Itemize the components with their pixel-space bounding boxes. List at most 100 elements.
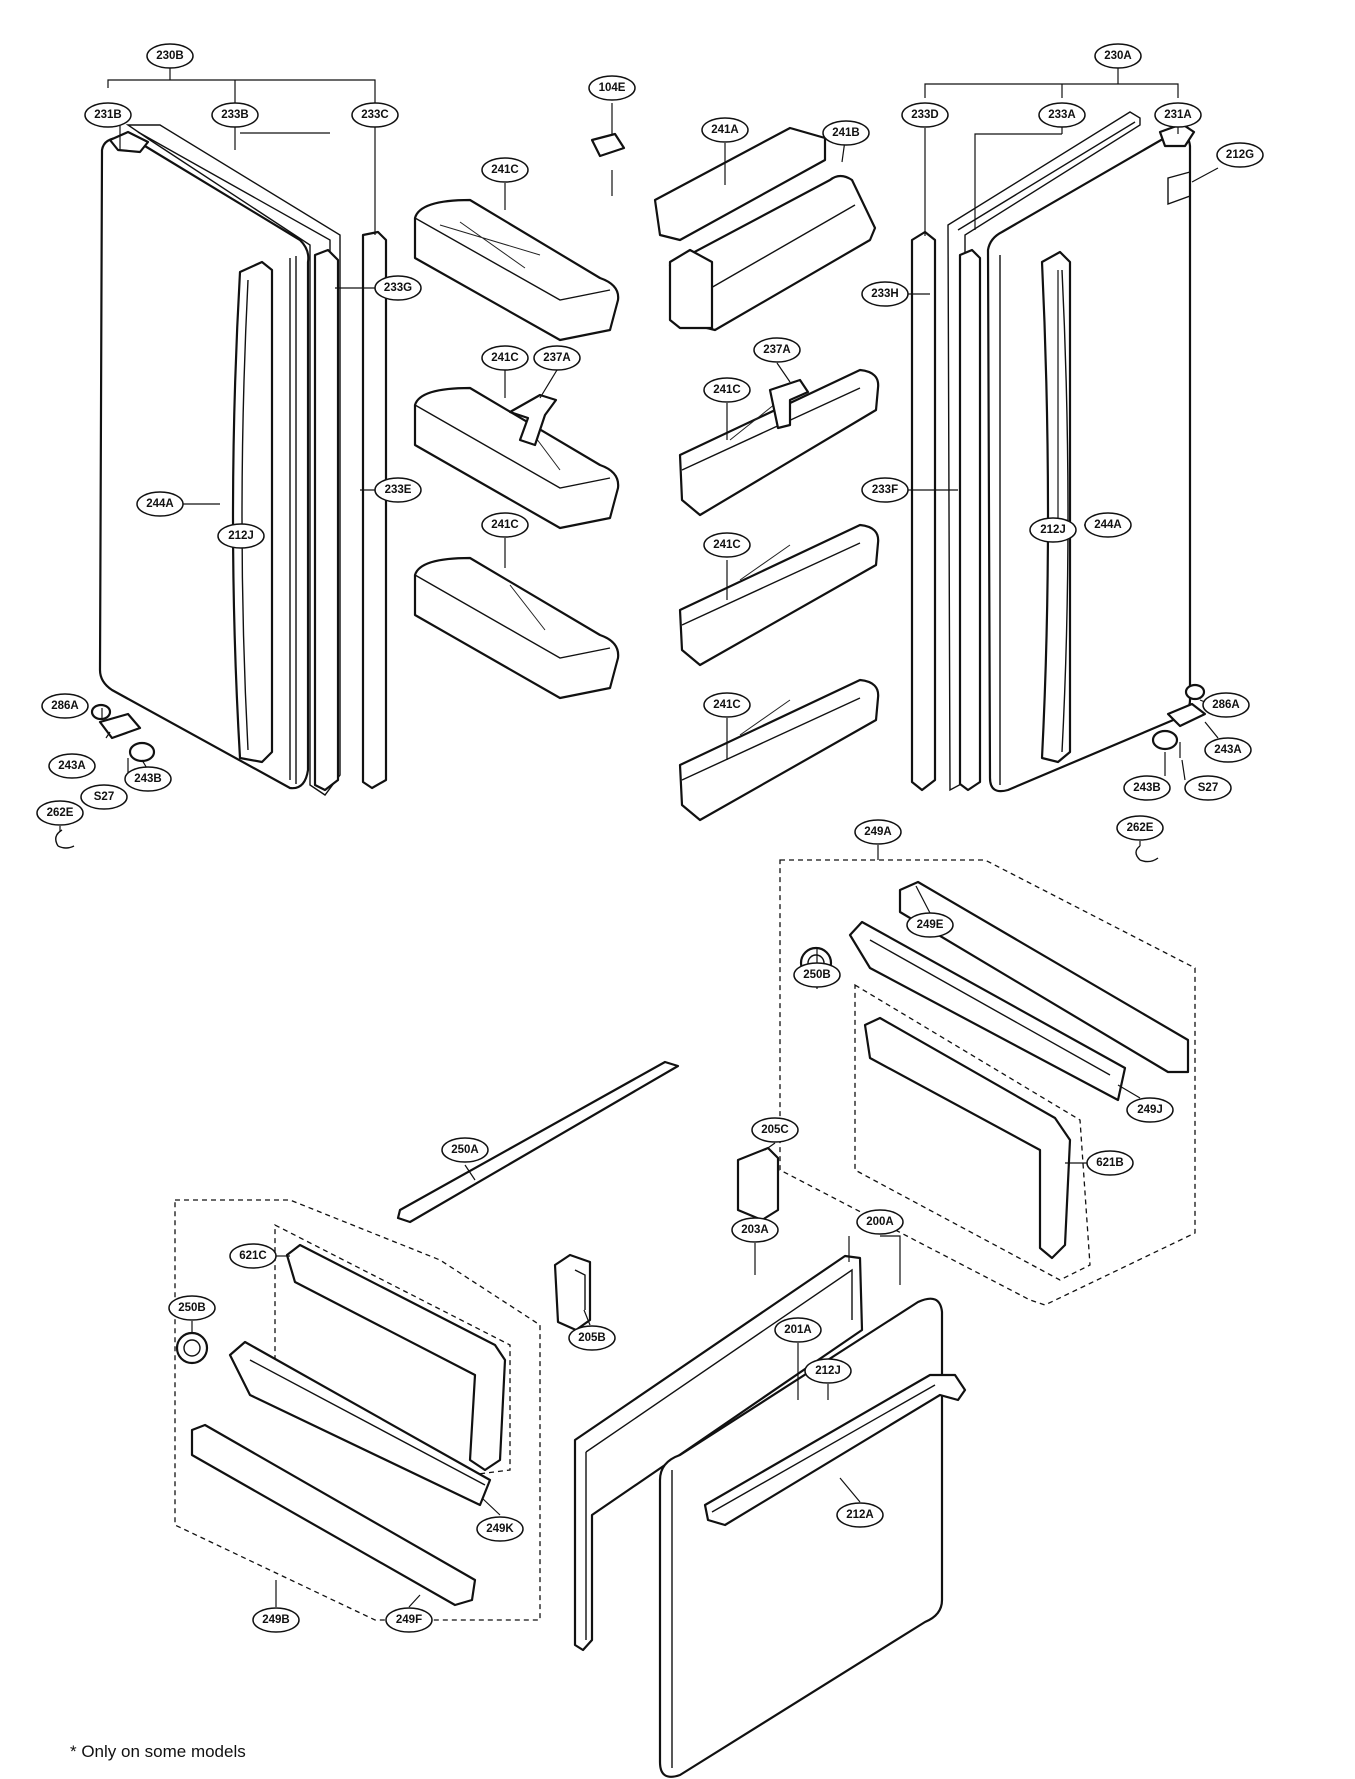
- callout-230b: 230B: [146, 43, 194, 69]
- callout-250b: 250B: [793, 962, 841, 988]
- callout-text: 244A: [146, 498, 174, 510]
- callout-233h: 233H: [861, 281, 909, 307]
- callout-237a: 237A: [753, 337, 801, 363]
- callout-text: 203A: [741, 1224, 769, 1236]
- callout-text: 262E: [1127, 822, 1154, 834]
- callout-text: 230A: [1104, 50, 1132, 62]
- callout-text: 233E: [385, 484, 412, 496]
- callout-249k: 249K: [476, 1516, 524, 1542]
- callout-249f: 249F: [385, 1607, 433, 1633]
- callout-text: S27: [94, 791, 114, 803]
- callout-text: 243A: [1214, 744, 1242, 756]
- callout-241c: 241C: [481, 345, 529, 371]
- callout-text: 212J: [815, 1365, 841, 1377]
- callout-text: 241C: [491, 519, 519, 531]
- callout-text: 249B: [262, 1614, 290, 1626]
- callout-text: 233A: [1048, 109, 1076, 121]
- callout-243a: 243A: [48, 753, 96, 779]
- callout-244a: 244A: [1084, 512, 1132, 538]
- callout-text: 230B: [156, 50, 184, 62]
- callout-text: 249F: [396, 1614, 422, 1626]
- callout-243a: 243A: [1204, 737, 1252, 763]
- callout-text: 250A: [451, 1144, 479, 1156]
- callout-212a: 212A: [836, 1502, 884, 1528]
- callout-212g: 212G: [1216, 142, 1264, 168]
- callout-text: 205B: [578, 1332, 606, 1344]
- callout-text: 621B: [1096, 1157, 1124, 1169]
- callout-text: 250B: [178, 1302, 206, 1314]
- callout-text: 241C: [713, 539, 741, 551]
- callout-212j: 212J: [217, 523, 265, 549]
- callout-250b: 250B: [168, 1295, 216, 1321]
- callout-text: 231A: [1164, 109, 1192, 121]
- callout-s27: S27: [80, 784, 128, 810]
- callout-231a: 231A: [1154, 102, 1202, 128]
- callout-243b: 243B: [1123, 775, 1171, 801]
- callout-241c: 241C: [703, 692, 751, 718]
- callout-text: 243B: [134, 773, 162, 785]
- left-fridge-door: [55, 124, 388, 849]
- callout-text: 241C: [713, 699, 741, 711]
- callout-241c: 241C: [481, 512, 529, 538]
- callout-text: 233C: [361, 109, 389, 121]
- callout-241b: 241B: [822, 120, 870, 146]
- callout-text: 286A: [1212, 699, 1240, 711]
- callout-233f: 233F: [861, 477, 909, 503]
- callout-200a: 200A: [856, 1209, 904, 1235]
- callout-text: 243A: [58, 760, 86, 772]
- callout-262e: 262E: [36, 800, 84, 826]
- callout-text: 250B: [803, 969, 831, 981]
- callout-233e: 233E: [374, 477, 422, 503]
- callout-text: 262E: [47, 807, 74, 819]
- callout-237a: 237A: [533, 345, 581, 371]
- callout-621c: 621C: [229, 1243, 277, 1269]
- callout-233a: 233A: [1038, 102, 1086, 128]
- callout-212j: 212J: [804, 1358, 852, 1384]
- callout-262e: 262E: [1116, 815, 1164, 841]
- freezer-drawer: [553, 1146, 967, 1778]
- callout-250a: 250A: [441, 1137, 489, 1163]
- callout-233c: 233C: [351, 102, 399, 128]
- callout-text: 241C: [491, 164, 519, 176]
- callout-text: 205C: [761, 1124, 789, 1136]
- callout-286a: 286A: [41, 693, 89, 719]
- callout-text: 233F: [872, 484, 898, 496]
- callout-230a: 230A: [1094, 43, 1142, 69]
- callout-249j: 249J: [1126, 1097, 1174, 1123]
- assembly-249b: [174, 1199, 541, 1621]
- leader-lines: [59, 66, 1219, 1608]
- callout-text: 212J: [1040, 524, 1066, 536]
- callout-text: 249E: [917, 919, 944, 931]
- callout-text: 212G: [1226, 149, 1254, 161]
- callout-text: 233H: [871, 288, 899, 300]
- callout-labels: 230B 231B 233B 233C 233G 233E 244A 212J 286A 243A…: [36, 43, 1264, 1633]
- callout-249b: 249B: [252, 1607, 300, 1633]
- callout-text: 237A: [763, 344, 791, 356]
- callout-212j: 212J: [1029, 517, 1077, 543]
- footnote: * Only on some models: [70, 1742, 246, 1761]
- callout-231b: 231B: [84, 102, 132, 128]
- callout-244a: 244A: [136, 491, 184, 517]
- callout-text: 241A: [711, 124, 739, 136]
- callout-205c: 205C: [751, 1117, 799, 1143]
- callout-249a: 249A: [854, 819, 902, 845]
- callout-text: 201A: [784, 1324, 812, 1336]
- callout-text: 212J: [228, 530, 254, 542]
- callout-text: 212A: [846, 1509, 874, 1521]
- callout-286a: 286A: [1202, 692, 1250, 718]
- callout-233d: 233D: [901, 102, 949, 128]
- callout-233b: 233B: [211, 102, 259, 128]
- callout-201a: 201A: [774, 1317, 822, 1343]
- callout-241c: 241C: [703, 532, 751, 558]
- assembly-249a: [779, 859, 1196, 1306]
- callout-241a: 241A: [701, 117, 749, 143]
- callout-text: 621C: [239, 1250, 267, 1262]
- callout-text: 249J: [1137, 1104, 1163, 1116]
- callout-241c: 241C: [703, 377, 751, 403]
- callout-text: 200A: [866, 1216, 894, 1228]
- callout-233g: 233G: [374, 275, 422, 301]
- callout-text: 249A: [864, 826, 892, 838]
- callout-203a: 203A: [731, 1217, 779, 1243]
- right-door-bins: [590, 126, 880, 822]
